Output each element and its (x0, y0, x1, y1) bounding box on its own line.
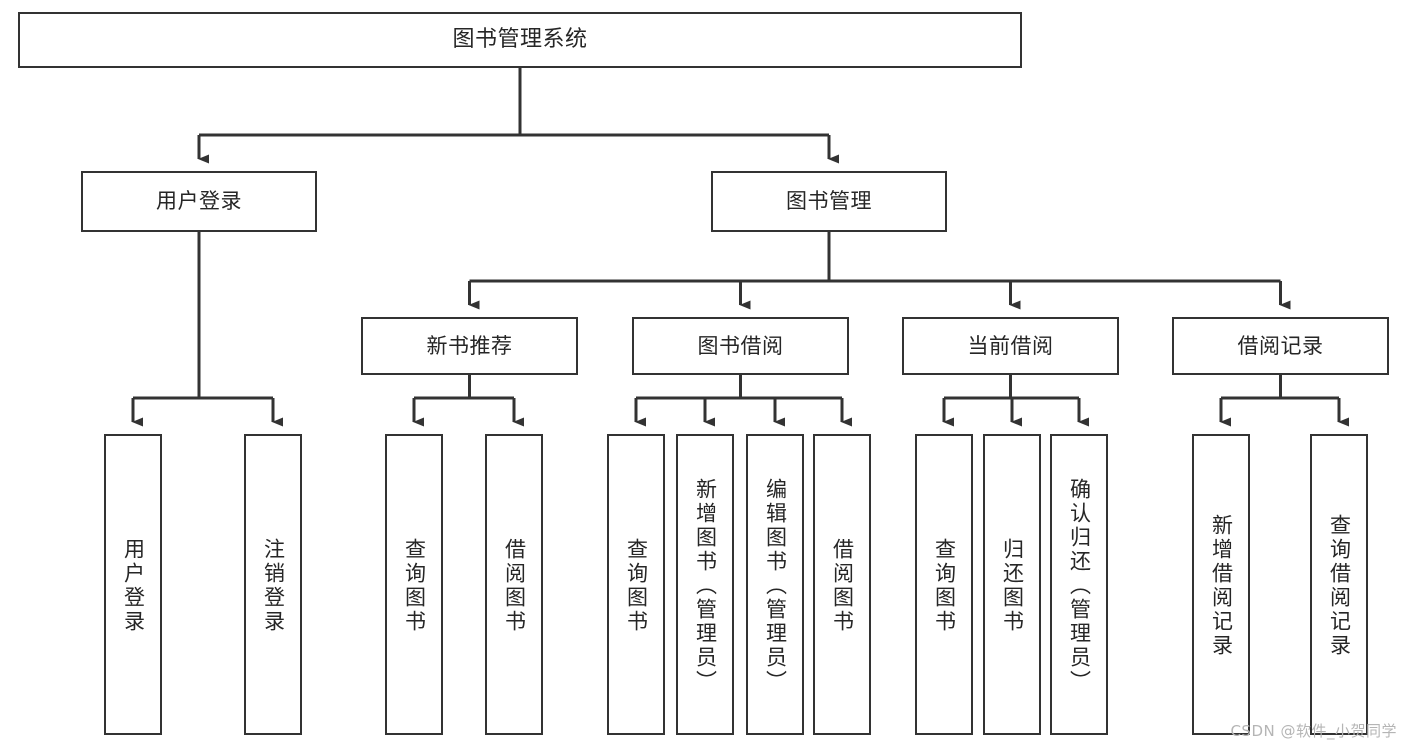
node-label-login: 用户登录 (156, 189, 242, 214)
node-l-nb-query[interactable]: 查询图书 (385, 434, 443, 735)
node-label-l-cu-conf: 确认归还（管理员） (1067, 477, 1092, 694)
node-label-l-cu-return: 归还图书 (1000, 537, 1025, 634)
node-l-cu-return[interactable]: 归还图书 (983, 434, 1041, 735)
node-l-login[interactable]: 用户登录 (104, 434, 162, 735)
node-l-nb-borrow[interactable]: 借阅图书 (485, 434, 543, 735)
node-l-logout[interactable]: 注销登录 (244, 434, 302, 735)
node-newbook[interactable]: 新书推荐 (361, 317, 578, 375)
node-login[interactable]: 用户登录 (81, 171, 317, 232)
node-root[interactable]: 图书管理系统 (18, 12, 1022, 68)
node-label-current: 当前借阅 (967, 333, 1054, 358)
node-label-l-cu-query: 查询图书 (932, 537, 957, 634)
node-label-bookmgmt: 图书管理 (786, 189, 872, 214)
node-label-borrow: 图书借阅 (697, 333, 784, 358)
node-l-cu-conf[interactable]: 确认归还（管理员） (1050, 434, 1108, 735)
node-borrow[interactable]: 图书借阅 (632, 317, 849, 375)
node-l-bo-add[interactable]: 新增图书（管理员） (676, 434, 734, 735)
csdn-watermark: CSDN @软件_小贺同学 (1230, 722, 1397, 740)
node-l-re-add[interactable]: 新增借阅记录 (1192, 434, 1250, 735)
node-label-root: 图书管理系统 (452, 27, 588, 53)
node-l-bo-lend[interactable]: 借阅图书 (813, 434, 871, 735)
node-l-bo-query[interactable]: 查询图书 (607, 434, 665, 735)
node-l-re-query[interactable]: 查询借阅记录 (1310, 434, 1368, 735)
node-label-newbook: 新书推荐 (426, 333, 513, 358)
node-label-l-re-query: 查询借阅记录 (1327, 513, 1352, 658)
node-label-l-re-add: 新增借阅记录 (1209, 513, 1234, 658)
node-records[interactable]: 借阅记录 (1172, 317, 1389, 375)
node-label-l-nb-query: 查询图书 (402, 537, 427, 634)
node-label-l-login: 用户登录 (121, 537, 146, 634)
node-l-bo-edit[interactable]: 编辑图书（管理员） (746, 434, 804, 735)
node-current[interactable]: 当前借阅 (902, 317, 1119, 375)
node-label-l-bo-edit: 编辑图书（管理员） (763, 477, 788, 694)
node-label-records: 借阅记录 (1237, 333, 1324, 358)
node-label-l-bo-query: 查询图书 (624, 537, 649, 634)
node-label-l-nb-borrow: 借阅图书 (502, 537, 527, 634)
node-label-l-bo-lend: 借阅图书 (830, 537, 855, 634)
node-label-l-logout: 注销登录 (261, 537, 286, 634)
node-label-l-bo-add: 新增图书（管理员） (693, 477, 718, 694)
node-bookmgmt[interactable]: 图书管理 (711, 171, 947, 232)
node-l-cu-query[interactable]: 查询图书 (915, 434, 973, 735)
